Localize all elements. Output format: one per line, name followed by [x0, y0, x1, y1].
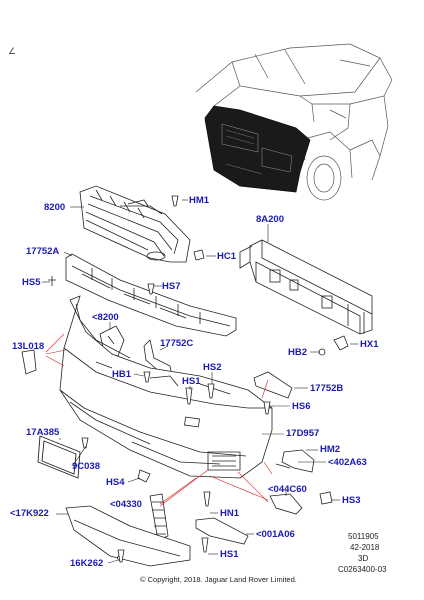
leader-lines-red	[45, 333, 273, 507]
label-8200-bracket[interactable]: <8200	[92, 312, 119, 323]
bumper-cover-17d957	[59, 295, 273, 479]
label-hs1-lower[interactable]: HS1	[220, 549, 239, 560]
label-hs7[interactable]: HS7	[162, 281, 181, 292]
label-hc1[interactable]: HC1	[217, 251, 237, 262]
label-hs6[interactable]: HS6	[292, 401, 311, 412]
corner-mark: ∠	[8, 46, 17, 56]
label-9c038[interactable]: 9C038	[72, 461, 100, 472]
label-hm1[interactable]: HM1	[189, 195, 210, 206]
label-hs5[interactable]: HS5	[22, 277, 41, 288]
label-402a63[interactable]: <402A63	[328, 457, 367, 468]
reference-code-2: 42-2018	[350, 543, 380, 552]
reference-code-1: 5011905	[348, 532, 379, 541]
label-hs4[interactable]: HS4	[106, 477, 125, 488]
reflector-13l018	[21, 349, 37, 375]
label-17k922[interactable]: <17K922	[10, 508, 49, 519]
trim-17752b	[253, 371, 293, 399]
grille-insert-04330	[149, 493, 169, 541]
beam-17752a	[65, 253, 237, 337]
trim-001a06	[195, 517, 249, 545]
label-8200[interactable]: 8200	[44, 202, 66, 213]
label-hb2[interactable]: HB2	[288, 347, 308, 358]
leader-lines	[42, 199, 358, 564]
label-hs2[interactable]: HS2	[203, 362, 222, 373]
fasteners	[48, 195, 333, 563]
label-hb1[interactable]: HB1	[112, 369, 132, 380]
label-17752a[interactable]: 17752A	[26, 246, 60, 257]
label-hx1[interactable]: HX1	[360, 339, 379, 350]
label-001a06[interactable]: <001A06	[256, 529, 295, 540]
plate-17a385	[37, 435, 81, 479]
label-17a385[interactable]: 17A385	[26, 427, 60, 438]
reference-code-4: C0263400-03	[338, 565, 387, 574]
label-04330[interactable]: <04330	[110, 499, 142, 510]
label-044c60[interactable]: <044C60	[268, 484, 307, 495]
label-8a200[interactable]: 8A200	[256, 214, 284, 225]
label-hs1-upper[interactable]: HS1	[182, 376, 201, 387]
label-17752b[interactable]: 17752B	[310, 383, 344, 394]
label-hn1[interactable]: HN1	[220, 508, 240, 519]
bracket-402a63	[275, 449, 315, 473]
label-hm2[interactable]: HM2	[320, 444, 341, 455]
label-16k262[interactable]: 16K262	[70, 558, 104, 569]
copyright-notice: © Copyright, 2018. Jaguar Land Rover Lim…	[140, 575, 297, 584]
reference-code-3: 3D	[358, 554, 369, 563]
undertray-17k922	[65, 505, 191, 567]
bracket-hx1	[318, 335, 349, 356]
beam-8a200	[239, 239, 373, 335]
label-13l018[interactable]: 13L018	[12, 341, 45, 352]
label-17d957[interactable]: 17D957	[286, 428, 320, 439]
label-hs3[interactable]: HS3	[342, 495, 361, 506]
label-17752c[interactable]: 17752C	[160, 338, 194, 349]
grille-8200	[79, 185, 191, 263]
cover-044c60	[269, 493, 303, 515]
vehicle-front-highlight	[204, 105, 311, 193]
